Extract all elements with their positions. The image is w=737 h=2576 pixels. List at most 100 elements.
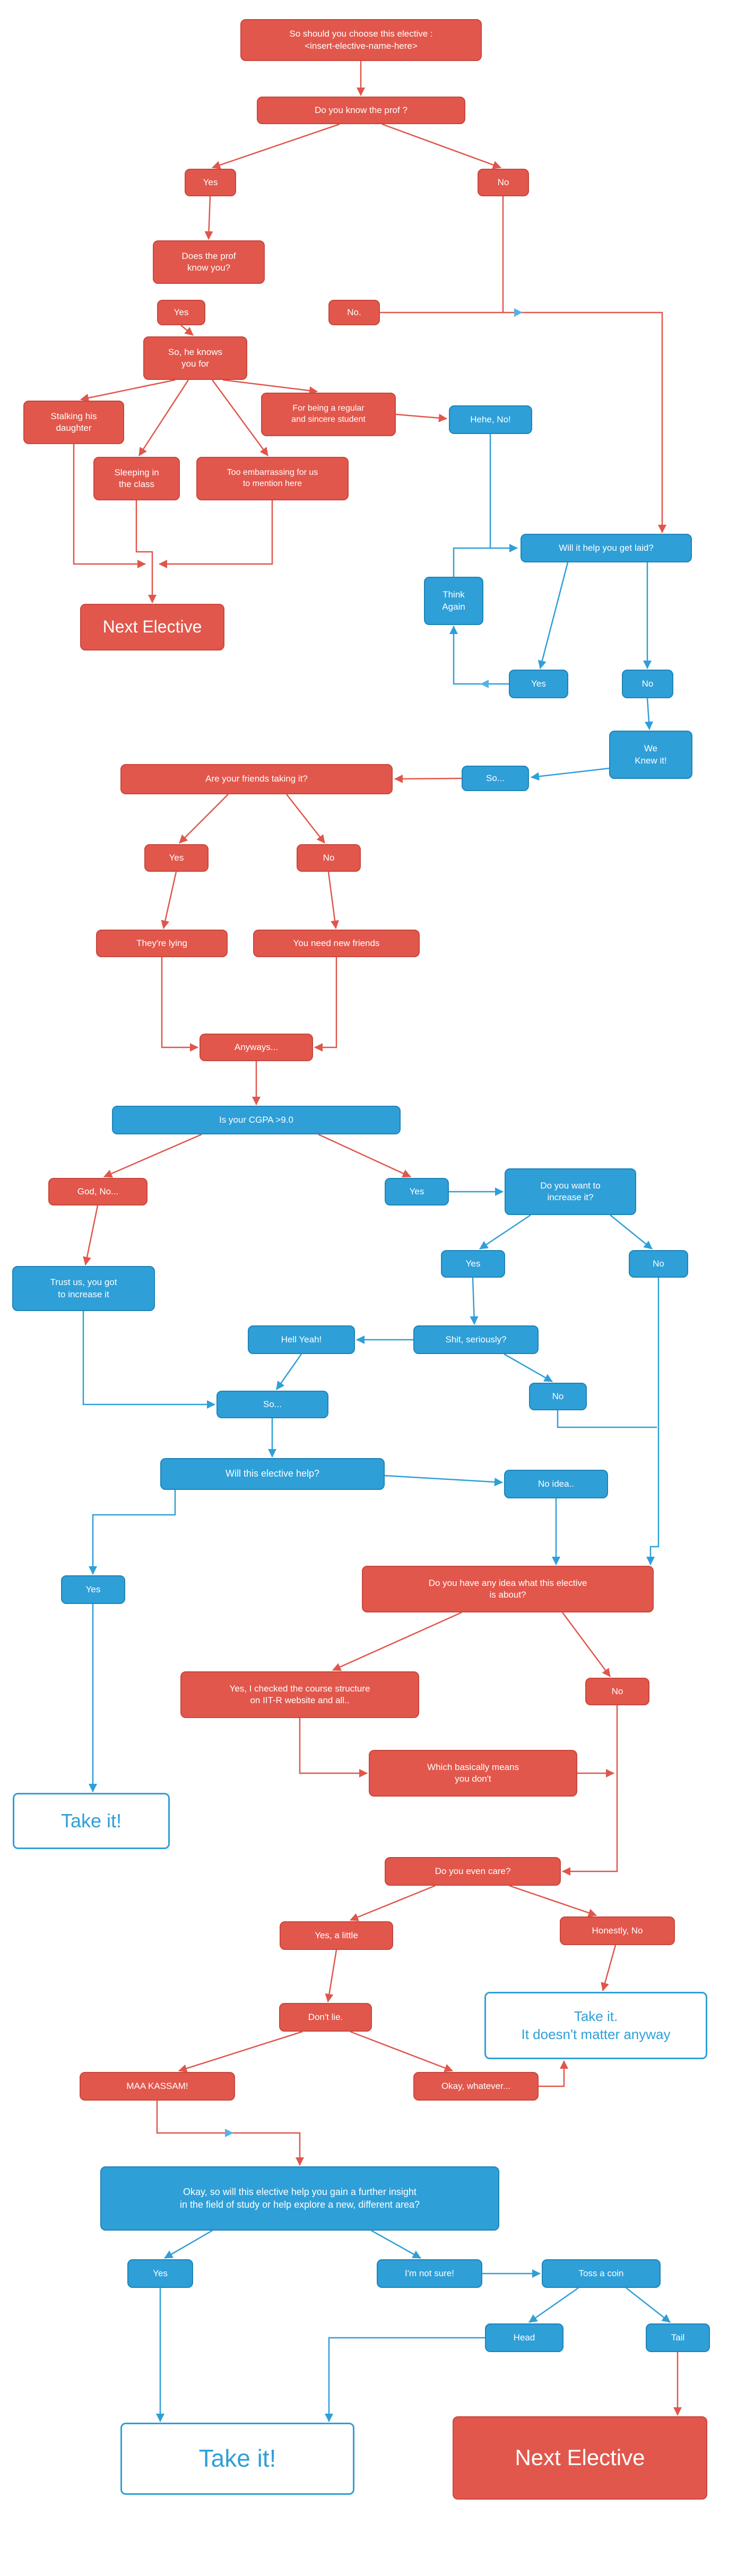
node-tail: Tail (646, 2323, 710, 2352)
node-friends-yes: Yes (144, 844, 209, 872)
connector (509, 1885, 597, 1917)
node-insight-question: Okay, so will this elective help you gai… (100, 2166, 499, 2231)
arrowhead (514, 308, 523, 317)
connector (538, 562, 569, 669)
node-we-knew-it: We Knew it! (609, 731, 692, 779)
node-laid-no: No (622, 670, 673, 698)
connector (557, 1410, 657, 1428)
connector (299, 1718, 368, 1777)
connector (161, 957, 198, 1052)
node-think-again: Think Again (424, 577, 483, 625)
node-hehe-no: Hehe, No! (449, 405, 532, 434)
node-insight-yes: Yes (127, 2259, 193, 2288)
connector (222, 379, 318, 395)
connector (80, 379, 176, 402)
node-anyways: Anyways... (200, 1034, 313, 1061)
connector (449, 626, 509, 685)
connector (318, 1133, 411, 1178)
node-any-idea: Do you have any idea what this elective … (362, 1566, 654, 1612)
connector (504, 1353, 553, 1383)
node-take-it-3: Take it! (120, 2423, 354, 2495)
node-want-increase: Do you want to increase it? (505, 1168, 636, 1215)
node-know-prof-yes: Yes (185, 169, 236, 196)
connector (164, 2230, 213, 2259)
connector (610, 1215, 653, 1250)
node-prof-know-you: Does the prof know you? (153, 240, 265, 284)
connector (539, 2060, 568, 2087)
node-next-elective-2: Next Elective (453, 2416, 707, 2500)
node-checked-structure: Yes, I checked the course structure on I… (180, 1671, 419, 1718)
connector (82, 1311, 215, 1409)
connector (180, 325, 194, 336)
connector (371, 2230, 421, 2259)
node-get-laid: Will it help you get laid? (521, 534, 692, 562)
node-so-1: So... (462, 766, 529, 791)
connector (211, 379, 269, 456)
connector (395, 413, 447, 422)
connector (562, 1705, 618, 1876)
node-laid-yes: Yes (509, 670, 568, 698)
connector (178, 2031, 303, 2073)
connector (332, 1611, 462, 1671)
connector (73, 444, 146, 568)
connector (204, 196, 213, 240)
node-help-yes: Yes (61, 1575, 125, 1604)
connector (350, 1885, 436, 1921)
node-so-2: So... (216, 1391, 328, 1418)
connector (645, 698, 653, 730)
node-cgpa-yes: Yes (385, 1178, 449, 1205)
node-any-idea-no: No (585, 1678, 649, 1705)
connector (325, 1949, 337, 2002)
connector (212, 123, 340, 169)
connector (601, 1945, 617, 1991)
node-maa-kassam: MAA KASSAM! (80, 2072, 235, 2101)
node-take-it-1: Take it! (13, 1793, 170, 1849)
node-prof-know-you-no: No. (328, 300, 380, 325)
node-friends-taking: Are your friends taking it? (120, 764, 393, 794)
connector (83, 1205, 99, 1265)
node-increase-no: No (629, 1250, 688, 1278)
connector (470, 1277, 479, 1325)
node-shit-seriously: Shit, seriously? (413, 1325, 539, 1354)
connector (179, 794, 229, 844)
connector (135, 500, 157, 603)
node-dont-lie: Don't lie. (279, 2003, 372, 2032)
node-toss-coin: Toss a coin (542, 2259, 661, 2288)
node-know-the-prof: Do you know the prof ? (257, 97, 465, 124)
connector (394, 774, 462, 783)
node-honestly-no: Honestly, No (560, 1916, 675, 1945)
connector (159, 500, 273, 568)
connector (453, 544, 518, 577)
connector (325, 2337, 485, 2422)
node-stalking: Stalking his daughter (23, 401, 124, 444)
node-okay-whatever: Okay, whatever... (413, 2072, 539, 2101)
node-regular-student: For being a regular and sincere student (261, 393, 396, 436)
node-increase-yes: Yes (441, 1250, 505, 1278)
node-know-prof-no: No (478, 169, 529, 196)
connector (103, 1133, 202, 1178)
connector (89, 1490, 176, 1575)
node-god-no: God, No... (48, 1178, 148, 1205)
node-take-it-2: Take it. It doesn't matter anyway (484, 1992, 707, 2059)
node-head: Head (485, 2323, 563, 2352)
node-next-elective-1: Next Elective (80, 604, 224, 650)
node-shit-no: No (529, 1383, 587, 1410)
node-care-little: Yes, a little (280, 1921, 393, 1950)
connector (479, 1214, 531, 1250)
arrowhead (225, 2129, 233, 2137)
node-knows-you-for: So, he knows you for (143, 336, 247, 380)
connector (381, 123, 501, 169)
connector (350, 2031, 453, 2072)
node-no-idea: No idea.. (504, 1470, 608, 1498)
connector (528, 2287, 579, 2323)
connector (379, 311, 666, 533)
arrowhead (480, 680, 489, 688)
connector (561, 1612, 611, 1677)
node-sleeping: Sleeping in the class (93, 457, 180, 500)
connector (161, 871, 177, 929)
node-elective-help: Will this elective help? (160, 1458, 385, 1490)
node-embarrassing: Too embarrassing for us to mention here (196, 457, 349, 500)
